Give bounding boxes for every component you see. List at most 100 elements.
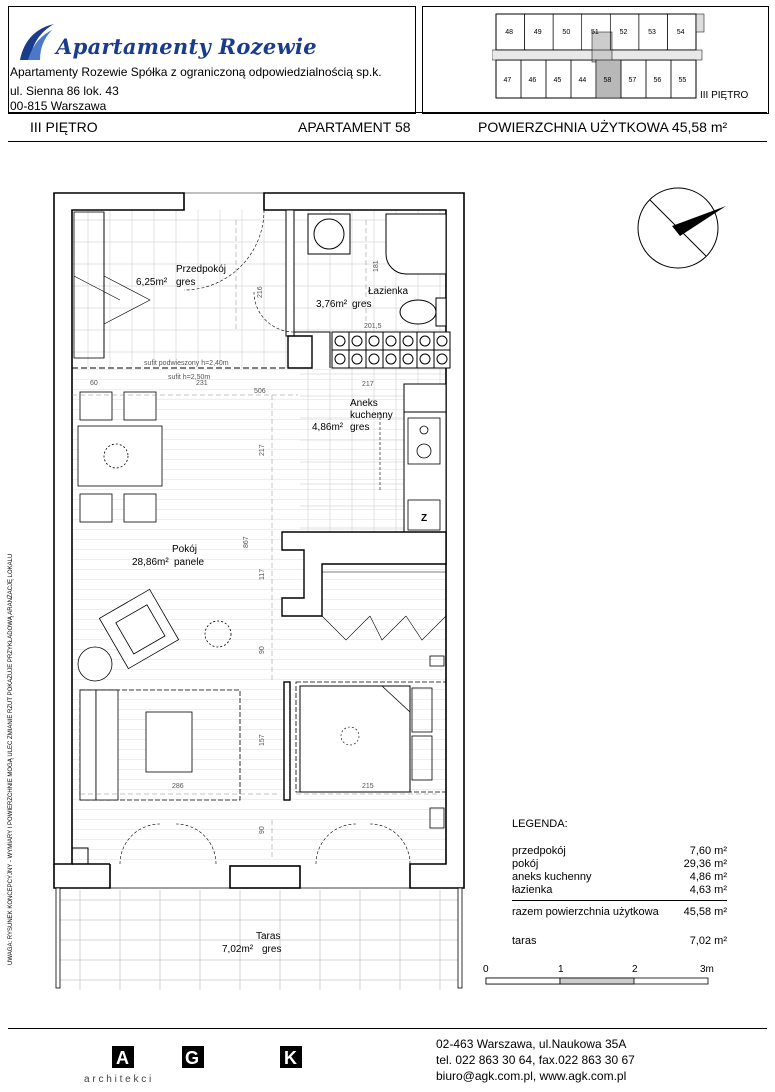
key-plan-unit-label: 49 xyxy=(534,29,542,36)
scale-bar: 0 1 2 3m xyxy=(483,964,714,985)
area-title: POWIERZCHNIA UŻYTKOWA 45,58 m² xyxy=(478,119,728,135)
legend-row-value: 29,36 m² xyxy=(683,858,727,870)
footer-divider xyxy=(8,1028,767,1029)
legend-row-value: 45,58 m² xyxy=(683,906,727,918)
room-area-przedpokoj: 6,25m² xyxy=(136,277,168,288)
dim-181: 181 xyxy=(373,260,380,272)
header-box xyxy=(8,6,416,114)
key-plan-unit xyxy=(667,13,697,51)
footer-web: biuro@agk.com.pl, www.agk.com.pl xyxy=(436,1069,627,1083)
scale-tick-0: 0 xyxy=(483,964,489,975)
legend-row-name: przedpokój xyxy=(512,845,566,857)
key-plan-unit-label: 46 xyxy=(529,77,537,84)
room-finish-przedpokoj: gres xyxy=(176,277,195,288)
ceiling-height-note: sufit h=2,50m xyxy=(168,374,210,381)
agk-subtitle: a r c h i t e k c i xyxy=(84,1074,151,1085)
legend-row-name: razem powierzchnia użytkowa xyxy=(512,906,659,918)
footer-address: 02-463 Warszawa, ul.Naukowa 35A xyxy=(436,1037,627,1051)
room-finish-aneks: gres xyxy=(350,422,369,433)
legend-row-name: taras xyxy=(512,935,537,947)
legend-row-value: 4,86 m² xyxy=(689,871,727,883)
key-plan-unit-label: 47 xyxy=(504,77,512,84)
dim-231: 231 xyxy=(196,380,208,387)
key-plan-unit-label: 53 xyxy=(648,29,656,36)
dim-506: 506 xyxy=(254,388,266,395)
room-finish-taras: gres xyxy=(262,944,281,955)
company-address-street: ul. Sienna 86 lok. 43 xyxy=(10,84,119,98)
room-name-lazienka: Łazienka xyxy=(368,286,408,297)
agk-letter-k: K xyxy=(284,1048,297,1068)
key-plan-unit-label: 57 xyxy=(629,77,637,84)
legend-row-value: 7,60 m² xyxy=(689,845,727,857)
room-name-aneks: Aneks xyxy=(350,398,378,409)
dim-60: 60 xyxy=(90,380,98,387)
key-plan-unit xyxy=(670,59,697,99)
title-bar: III PIĘTRO APARTAMENT 58 POWIERZCHNIA UŻ… xyxy=(8,112,767,142)
key-plan-unit-label: 52 xyxy=(620,29,628,36)
key-plan-unit-label: 55 xyxy=(679,77,687,84)
room-area-lazienka: 3,76m² xyxy=(316,299,348,310)
agk-logo: A G K a r c h i t e k c i xyxy=(84,1046,302,1085)
dim-286: 286 xyxy=(172,783,184,790)
legend-row-name: pokój xyxy=(512,858,539,870)
scale-tick-3: 3m xyxy=(700,964,714,975)
footer-phone: tel. 022 863 30 64, fax.022 863 30 67 xyxy=(436,1053,635,1067)
legend-title: LEGENDA: xyxy=(512,818,568,830)
legend-row: łazienka 4,63 m² xyxy=(512,884,727,898)
key-plan-unit-label: 56 xyxy=(654,77,662,84)
key-plan-unit-label: 58 xyxy=(604,77,612,84)
key-plan-unit-label: 50 xyxy=(562,29,570,36)
key-plan-box xyxy=(422,6,769,114)
legend-row: aneks kuchenny 4,86 m² xyxy=(512,871,727,885)
company-address-city: 00-815 Warszawa xyxy=(10,99,107,113)
dim-217a: 217 xyxy=(362,381,374,388)
legend-divider xyxy=(512,900,727,901)
scale-tick-1: 1 xyxy=(558,964,564,975)
dim-215: 215 xyxy=(362,783,374,790)
key-plan: 48 49 50 51 52 53 54 47 46 45 44 58 57 56 55 xyxy=(492,13,705,99)
room-area-taras: 7,02m² xyxy=(222,944,254,955)
north-arrow-icon xyxy=(637,187,726,269)
key-plan-unit-label: 45 xyxy=(554,77,562,84)
apartment-title: APARTAMENT 58 xyxy=(298,119,411,135)
company-logo-text: Apartamenty Rozewie xyxy=(56,34,317,59)
company-name: Apartamenty Rozewie Spółka z ograniczoną… xyxy=(10,65,382,79)
key-plan-unit-label: 54 xyxy=(677,29,685,36)
key-plan-unit-label: 51 xyxy=(591,29,599,36)
fridge-mark: Z xyxy=(421,513,427,524)
room-finish-lazienka: gres xyxy=(352,299,371,310)
sail-logo-icon xyxy=(20,24,54,60)
floor-plan: Przedpokój 6,25m² gres Łazienka 3,76m² g… xyxy=(53,192,465,990)
dim-90b: 90 xyxy=(259,826,266,834)
key-plan-unit-label: 44 xyxy=(579,77,587,84)
floor-title: III PIĘTRO xyxy=(30,119,98,135)
key-plan-floor-label: III PIĘTRO xyxy=(700,90,749,101)
agk-letter-a: A xyxy=(116,1048,129,1068)
dim-216: 216 xyxy=(257,286,264,298)
legend-row-name: aneks kuchenny xyxy=(512,871,592,883)
agk-letter-g: G xyxy=(185,1048,199,1068)
legend-row: razem powierzchnia użytkowa 45,58 m² xyxy=(512,906,727,920)
legend-row: przedpokój 7,60 m² xyxy=(512,845,727,859)
legend-row-value: 4,63 m² xyxy=(689,884,727,896)
dim-90a: 90 xyxy=(259,646,266,654)
ceiling-suspended-note: sufit podwieszony h=2,40m xyxy=(144,360,229,367)
legend-row: taras 7,02 m² xyxy=(512,935,727,949)
room-name-pokoj: Pokój xyxy=(172,544,197,555)
dim-217b: 217 xyxy=(259,444,266,456)
dim-201: 201,5 xyxy=(364,323,382,330)
legend-row: pokój 29,36 m² xyxy=(512,858,727,872)
room-name-taras: Taras xyxy=(256,931,280,942)
room-area-aneks: 4,86m² xyxy=(312,422,344,433)
key-plan-unit-label: 48 xyxy=(505,29,513,36)
room-finish-pokoj: panele xyxy=(174,557,204,568)
room-name-aneks-2: kuchenny xyxy=(350,410,393,421)
room-area-pokoj: 28,86m² xyxy=(132,557,169,568)
scale-tick-2: 2 xyxy=(632,964,638,975)
dim-117: 117 xyxy=(259,569,266,580)
legend-row-value: 7,02 m² xyxy=(689,935,727,947)
disclaimer-note: UWAGA: RYSUNEK KONCEPCYJNY - WYMIARY I P… xyxy=(8,553,14,965)
dim-867: 867 xyxy=(243,536,250,548)
legend-row-name: łazienka xyxy=(512,884,553,896)
room-name-przedpokoj: Przedpokój xyxy=(176,264,226,275)
